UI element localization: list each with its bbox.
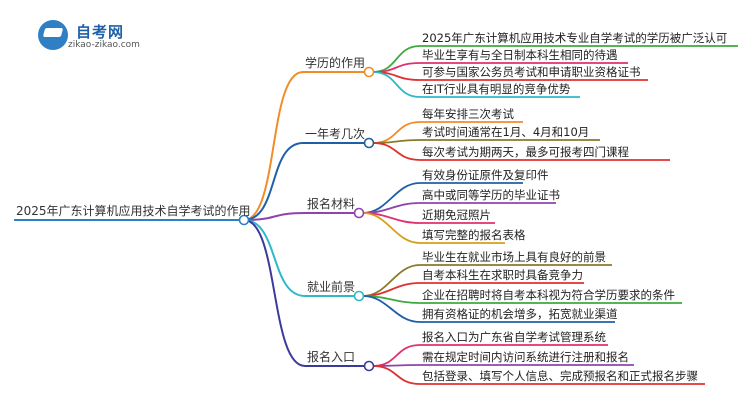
leaf-connector [372, 71, 421, 98]
leaf-label: 自考本科生在求职时具备竞争力 [422, 268, 583, 282]
logo-url: zikao-zikao.com [68, 40, 140, 50]
leaf-connector [362, 295, 421, 323]
leaf-label: 可参与国家公务员考试和申请职业资格证书 [422, 65, 641, 79]
leaf-connector [372, 365, 421, 385]
leaf-label: 考试时间通常在1月、4月和10月 [422, 125, 590, 139]
branch-node-circle [353, 207, 365, 219]
leaf-label: 填写完整的报名表格 [422, 228, 526, 242]
leaf-label: 每次考试为期两天，最多可报考四门课程 [422, 145, 629, 159]
branch-node-circle [353, 290, 365, 302]
branch-node-circle [363, 66, 375, 78]
branch-node-circle [363, 137, 375, 149]
leaf-label: 毕业生享有与全日制本科生相同的待遇 [422, 48, 618, 62]
leaf-label: 报名入口为广东省自学考试管理系统 [422, 330, 606, 344]
leaf-label: 在IT行业具有明显的竞争优势 [422, 82, 571, 96]
leaf-label: 拥有资格证的机会增多，拓宽就业渠道 [422, 307, 618, 321]
leaf-label: 2025年广东计算机应用技术专业自学考试的学历被广泛认可 [422, 31, 728, 45]
leaf-label: 有效身份证原件及复印件 [422, 168, 549, 182]
graduation-cap-icon [38, 20, 68, 50]
leaf-label: 毕业生在就业市场上具有良好的前景 [422, 250, 606, 264]
leaf-label: 需在规定时间内访问系统进行注册和报名 [422, 350, 629, 364]
leaf-connector [362, 212, 421, 244]
branch-label: 就业前景 [307, 280, 356, 294]
leaf-label: 企业在招聘时将自考本科视为符合学历要求的条件 [422, 288, 675, 302]
branch-connector [243, 212, 306, 221]
branch-label: 学历的作用 [305, 56, 366, 70]
branch-connector [243, 219, 306, 297]
leaf-label: 高中或同等学历的毕业证书 [422, 188, 560, 202]
root-node-circle [238, 214, 250, 226]
branch-connector [243, 219, 306, 367]
branch-label: 一年考几次 [305, 127, 366, 141]
site-logo: 自考网 zikao-zikao.com [38, 20, 158, 56]
branch-node-circle [363, 360, 375, 372]
leaf-connector [372, 344, 421, 367]
root-node-label: 2025年广东计算机应用技术自学考试的作用 [16, 204, 251, 218]
branch-connector [243, 142, 304, 221]
leaf-label: 每年安排三次考试 [422, 107, 514, 121]
branch-label: 报名材料 [307, 197, 356, 211]
leaf-label: 近期免冠照片 [422, 208, 491, 222]
leaf-connector [362, 264, 421, 297]
leaf-label: 包括登录、填写个人信息、完成预报名和正式报名步骤 [422, 369, 698, 383]
logo-title: 自考网 [76, 23, 125, 41]
branch-label: 报名入口 [307, 350, 356, 364]
leaf-connector [372, 142, 421, 161]
branch-connector [243, 71, 304, 221]
